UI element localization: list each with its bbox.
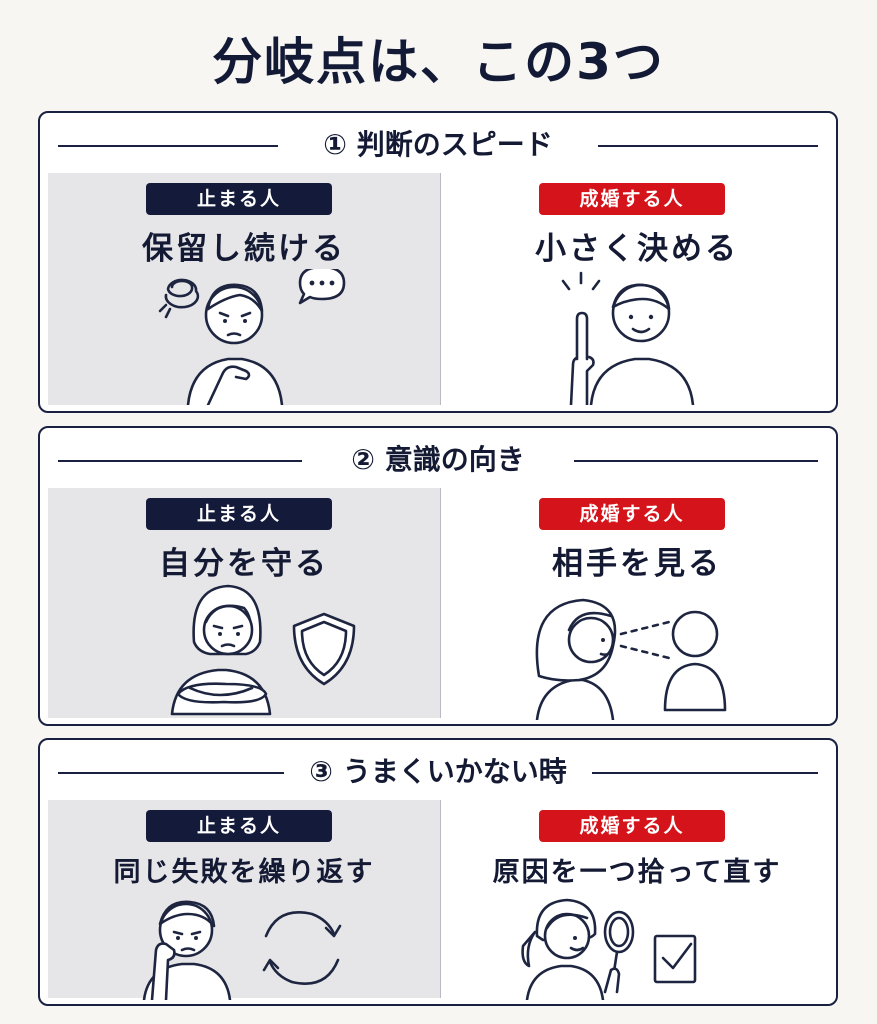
pointing-person-illustration bbox=[561, 271, 695, 405]
married-person-panel: 成婚する人 原因を一つ拾って直す bbox=[440, 800, 832, 1000]
checkbox-icon bbox=[653, 934, 697, 984]
worried-person-illustration bbox=[158, 269, 346, 405]
pointing-person-icon bbox=[561, 271, 695, 405]
married-person-badge: 成婚する人 bbox=[539, 810, 725, 842]
repeating-failure-illustration bbox=[142, 900, 342, 1000]
married-person-phrase: 相手を見る bbox=[552, 546, 722, 582]
married-person-phrase: 小さく決める bbox=[535, 231, 739, 267]
other-person-icon bbox=[663, 610, 727, 712]
divider-line bbox=[574, 460, 818, 462]
troubled-person-icon bbox=[142, 900, 232, 1000]
divider-line bbox=[592, 772, 818, 774]
section-heading: ② 意識の向き bbox=[351, 443, 525, 476]
woman-looking-icon bbox=[535, 598, 617, 720]
stopped-person-badge: 止まる人 bbox=[146, 810, 332, 842]
section-decision-speed: ① 判断のスピード 止まる人 保留し続ける bbox=[38, 111, 838, 413]
stopped-person-panel: 止まる人 自分を守る bbox=[48, 488, 440, 718]
married-person-panel: 成婚する人 相手を見る bbox=[440, 488, 832, 720]
arms-crossed-woman-icon bbox=[170, 584, 272, 716]
section-heading: ③ うまくいかない時 bbox=[309, 755, 567, 788]
section-header: ③ うまくいかない時 bbox=[40, 754, 836, 790]
defensive-woman-illustration bbox=[170, 584, 356, 716]
worried-person-icon bbox=[186, 283, 284, 405]
page-title: 分岐点は、この3つ bbox=[212, 33, 665, 91]
stopped-person-badge: 止まる人 bbox=[146, 498, 332, 530]
section-attention-direction: ② 意識の向き 止まる人 自分を守る bbox=[38, 426, 838, 726]
cycle-arrows-icon bbox=[262, 911, 342, 985]
married-person-panel: 成婚する人 小さく決める bbox=[440, 173, 832, 405]
stopped-person-phrase: 同じ失敗を繰り返す bbox=[113, 857, 375, 888]
stopped-person-panel: 止まる人 保留し続ける bbox=[48, 173, 440, 405]
swirl-icon bbox=[158, 278, 200, 319]
divider-line bbox=[58, 460, 302, 462]
divider-line bbox=[58, 145, 278, 147]
looking-at-partner-illustration bbox=[535, 598, 727, 720]
section-heading: ① 判断のスピード bbox=[323, 128, 553, 161]
married-person-badge: 成婚する人 bbox=[539, 498, 725, 530]
woman-magnifier-icon bbox=[521, 898, 635, 1000]
married-person-badge: 成婚する人 bbox=[539, 183, 725, 215]
married-person-phrase: 原因を一つ拾って直す bbox=[492, 857, 782, 888]
finding-cause-illustration bbox=[521, 898, 697, 1000]
stopped-person-phrase: 保留し続ける bbox=[142, 231, 346, 267]
divider-line bbox=[58, 772, 284, 774]
stopped-person-phrase: 自分を守る bbox=[159, 546, 329, 582]
section-header: ① 判断のスピード bbox=[40, 127, 836, 163]
divider-line bbox=[598, 145, 818, 147]
gaze-dashed-lines bbox=[619, 620, 671, 660]
section-when-things-fail: ③ うまくいかない時 止まる人 同じ失敗を繰り返す bbox=[38, 738, 838, 1006]
section-header: ② 意識の向き bbox=[40, 442, 836, 478]
stopped-person-badge: 止まる人 bbox=[146, 183, 332, 215]
shield-icon bbox=[292, 612, 356, 686]
stopped-person-panel: 止まる人 同じ失敗を繰り返す bbox=[48, 800, 440, 1000]
speech-bubble-icon bbox=[298, 269, 346, 305]
